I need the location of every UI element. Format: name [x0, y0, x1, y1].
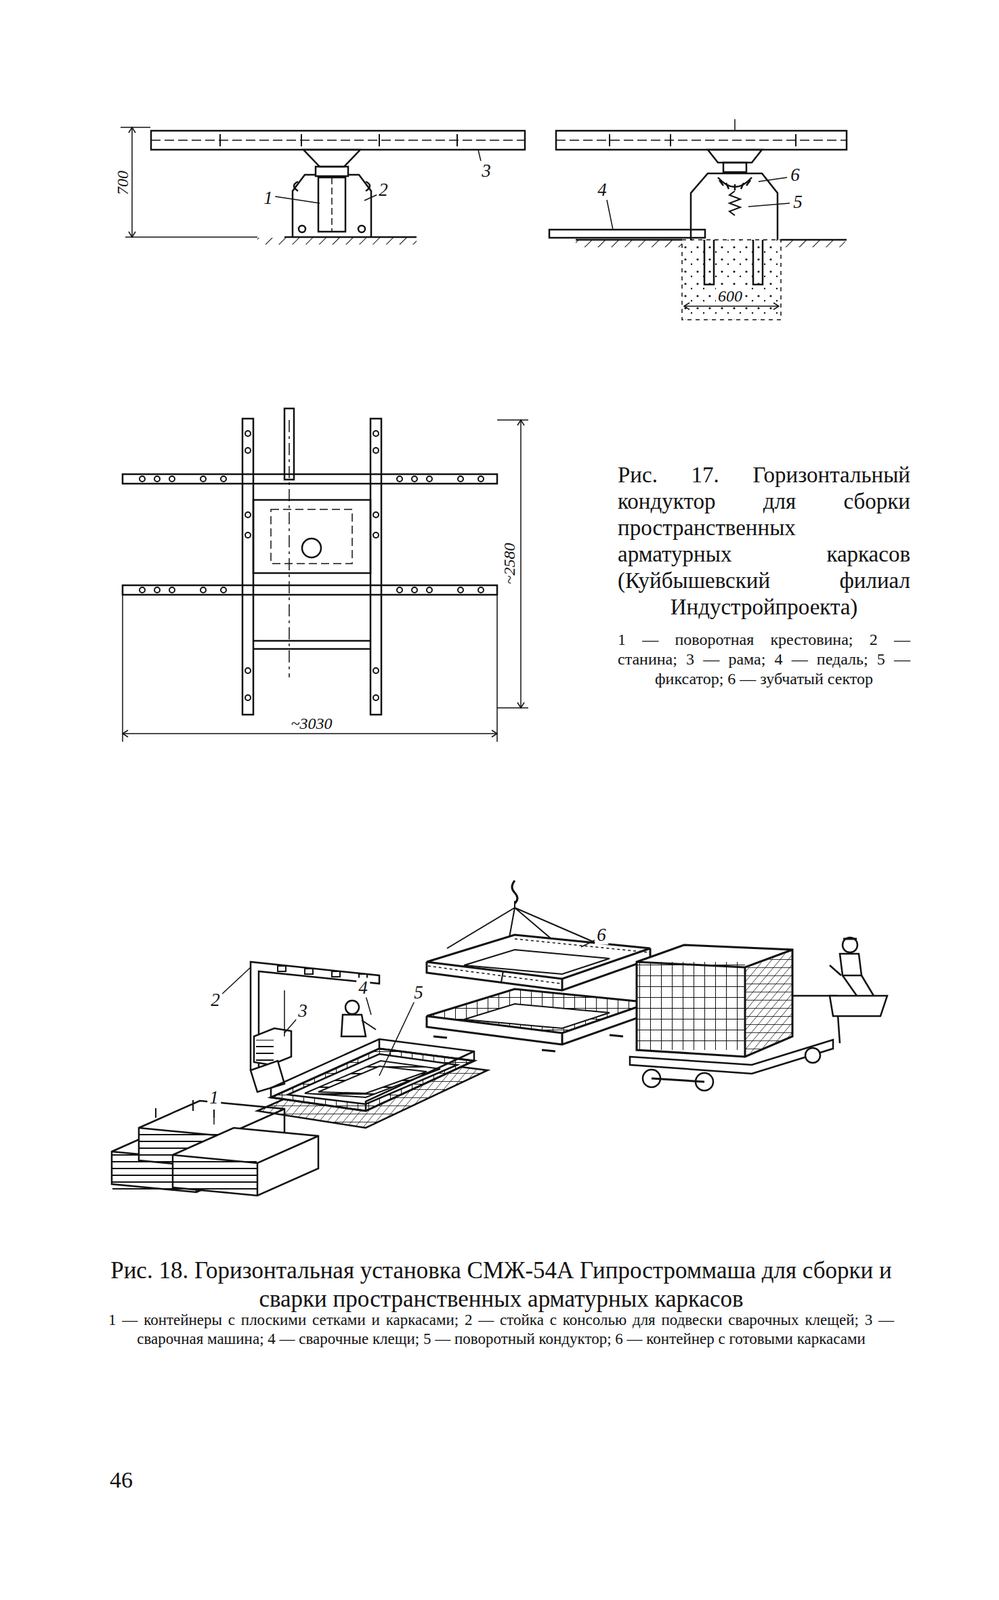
caption-legend: 1 — контейнеры с плоскими сетками и карк…: [108, 1310, 895, 1348]
dimension: ~2580: [500, 541, 519, 587]
callout-number: 6: [788, 165, 802, 185]
callout-number: 6: [594, 925, 609, 945]
figure-caption: Рис. 17. Горизонтальный кондуктор для сб…: [617, 461, 911, 621]
dimension: 600: [715, 287, 745, 305]
callout-number: 2: [376, 180, 391, 200]
caption-legend: 1 — поворотная крестовина; 2 — станина; …: [617, 629, 911, 689]
callout-number: 4: [595, 180, 609, 200]
callout-number: 5: [411, 982, 426, 1003]
page-number: 46: [109, 1468, 133, 1492]
callout-number: 3: [295, 1001, 310, 1021]
callout-number: 3: [479, 161, 494, 181]
callout-number: 1: [261, 188, 275, 208]
dimension: 700: [113, 168, 132, 198]
callout-number: 4: [356, 978, 370, 998]
dimension: ~3030: [289, 714, 335, 733]
callout-number: 1: [207, 1087, 221, 1108]
figure-caption: Рис. 18. Горизонтальная установка СМЖ-54…: [108, 1256, 895, 1314]
callout-number: 2: [208, 990, 223, 1010]
callout-number: 5: [791, 192, 805, 212]
